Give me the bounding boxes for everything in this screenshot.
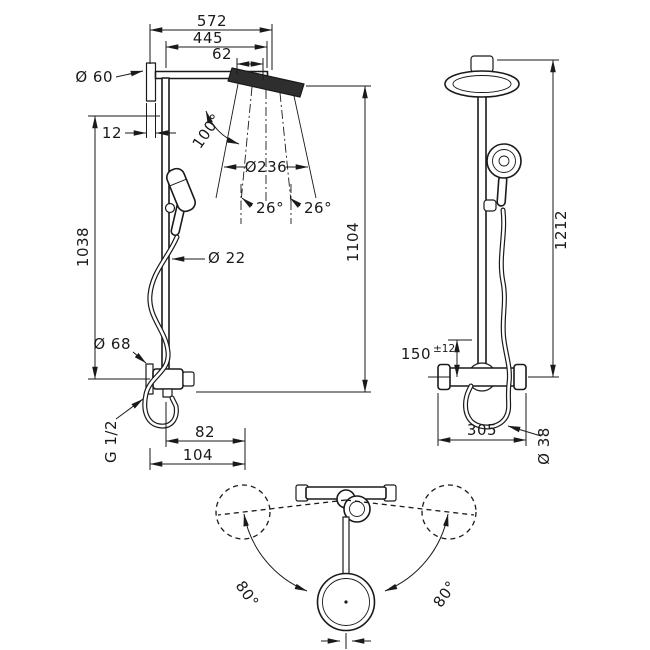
shower-arm bbox=[154, 70, 269, 80]
dim-label-1038: 1038 bbox=[74, 227, 92, 267]
riser-pipe bbox=[477, 95, 487, 371]
hose-core bbox=[143, 235, 179, 428]
hand-shower bbox=[483, 143, 522, 212]
dim-label-150-tolerance: ±12 bbox=[433, 343, 455, 355]
dim-label-12: 12 bbox=[102, 124, 122, 142]
dim-label-dia22: Ø 22 bbox=[208, 249, 246, 267]
thermostat-top bbox=[295, 484, 397, 523]
hose-core bbox=[464, 208, 511, 429]
swivel-radius-right bbox=[345, 499, 475, 516]
dim-label-dia38: Ø 38 bbox=[535, 427, 553, 465]
spray-line bbox=[215, 83, 239, 199]
front-view-dimensions: 1212 150 ±12 305 Ø 38 bbox=[401, 59, 570, 465]
angle-arc-100 bbox=[205, 110, 240, 145]
hose-nipple bbox=[162, 388, 173, 398]
hand-shower-head bbox=[166, 167, 196, 213]
hand-shower-top bbox=[343, 495, 371, 523]
shower-hose bbox=[463, 207, 512, 430]
center-mark bbox=[321, 633, 371, 649]
leader-line bbox=[241, 197, 254, 208]
side-view-dimensions: 572 445 62 Ø 60 12 100° Ø236 bbox=[74, 12, 371, 470]
leader-line bbox=[132, 351, 147, 364]
swivel-position-right bbox=[421, 484, 477, 540]
angle-label-26-left: 26° bbox=[256, 199, 284, 217]
shower-hose bbox=[142, 234, 180, 429]
angle-label-80-left: 80° bbox=[232, 577, 263, 610]
leader-line bbox=[289, 197, 302, 208]
dim-label-104: 104 bbox=[183, 446, 213, 464]
swivel-arc-right bbox=[384, 513, 449, 592]
hand-shower-holder bbox=[164, 202, 176, 214]
thermostat-body bbox=[447, 367, 517, 387]
angle-label-26-right: 26° bbox=[304, 199, 332, 217]
hand-shower-head-center bbox=[498, 155, 510, 167]
dim-label-dia68: Ø 68 bbox=[93, 335, 131, 353]
angle-label-80-right: 80° bbox=[429, 577, 460, 610]
dim-label-1212: 1212 bbox=[552, 210, 570, 250]
dim-label-1104: 1104 bbox=[344, 222, 362, 262]
dim-label-82: 82 bbox=[195, 423, 215, 441]
dim-label-305: 305 bbox=[467, 421, 497, 439]
dim-label-62: 62 bbox=[212, 45, 232, 63]
spray-line bbox=[279, 92, 292, 203]
arm-elbow bbox=[470, 55, 494, 73]
swivel-radius-left bbox=[217, 499, 347, 516]
spray-line bbox=[240, 86, 253, 203]
overhead-shower-disc-inner bbox=[452, 75, 512, 93]
hand-shower-head-ring bbox=[492, 149, 516, 173]
swivel-arc-left bbox=[243, 513, 308, 592]
overhead-shower-top bbox=[316, 572, 376, 632]
leader-line bbox=[507, 425, 542, 437]
dim-label-572: 572 bbox=[197, 12, 227, 30]
angle-label-100: 100° bbox=[189, 110, 226, 152]
side-view: 572 445 62 Ø 60 12 100° Ø236 bbox=[74, 12, 371, 470]
riser-pipe bbox=[161, 77, 170, 371]
overhead-disc-center bbox=[344, 600, 348, 604]
thermostat-handle-right bbox=[513, 363, 527, 391]
overhead-shower-disc bbox=[444, 70, 520, 98]
overhead-shower-head bbox=[227, 67, 305, 98]
overhead-disc-inner bbox=[322, 578, 370, 626]
dim-label-445: 445 bbox=[193, 29, 223, 47]
wall-escutcheon bbox=[145, 62, 157, 102]
shower-arm-top bbox=[342, 516, 350, 577]
hand-shower-head bbox=[486, 143, 522, 179]
thermostat bbox=[437, 362, 527, 392]
top-view: 80° 80° bbox=[215, 484, 477, 649]
hand-shower bbox=[164, 167, 196, 237]
hand-shower-detail-line bbox=[169, 178, 187, 187]
dim-label-dia60: Ø 60 bbox=[75, 68, 113, 86]
hand-shower-holder bbox=[483, 199, 497, 212]
swivel-position-left bbox=[215, 484, 271, 540]
leader-line bbox=[115, 398, 144, 420]
hand-shower-handle bbox=[496, 175, 508, 207]
thread-label-g12: G 1/2 bbox=[102, 420, 120, 463]
front-view: 1212 150 ±12 305 Ø 38 bbox=[401, 55, 570, 465]
valve-knob bbox=[182, 371, 195, 387]
leader-line bbox=[115, 70, 144, 78]
dim-label-150: 150 bbox=[401, 345, 431, 363]
spray-line bbox=[293, 95, 317, 199]
dim-label-dia236: Ø236 bbox=[245, 158, 287, 176]
